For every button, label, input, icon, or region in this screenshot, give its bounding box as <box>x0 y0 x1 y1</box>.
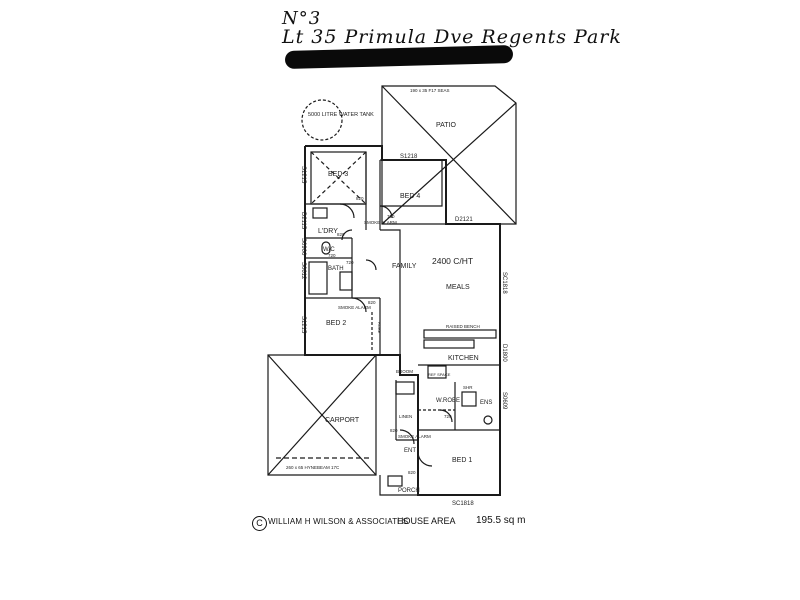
label-porch: PORCH <box>398 488 420 494</box>
note-patio-beam: 190 x 35 F17 SEAS <box>410 88 450 93</box>
door-720-a: 720 <box>328 253 336 258</box>
door-swing-bath <box>365 259 377 271</box>
laundry-tub <box>312 207 328 219</box>
water-tank-circle <box>301 99 343 141</box>
code-s0906: S0906 <box>300 238 306 256</box>
copyright-symbol: C <box>252 516 267 531</box>
door-820-d: 820 <box>390 428 398 433</box>
door-720-c: 720 <box>444 414 452 419</box>
plan-walls <box>267 85 517 496</box>
broom-cupboard <box>395 381 415 395</box>
door-770: 770 <box>387 214 395 219</box>
door-820-b: 820 <box>337 232 345 237</box>
company-name: WILLIAM H WILSON & ASSOCIATES <box>268 517 409 526</box>
label-kitchen: KITCHEN <box>448 355 479 362</box>
label-broom: BROOM <box>396 369 413 374</box>
code-s1215-left: S1215 <box>300 166 306 184</box>
carport-hip-line-2 <box>267 354 377 476</box>
label-carport: CARPORT <box>325 417 360 424</box>
door-820-e: 820 <box>408 470 416 475</box>
note-smoke-alarm-3: SMOKE ALARM <box>398 434 431 439</box>
door-swing-bed4 <box>379 205 393 219</box>
door-sizes: 820 820 770 720 720 820 820 820 720 <box>328 196 452 475</box>
raised-bench <box>423 329 497 339</box>
ensuite-basin <box>483 415 493 425</box>
label-family: FAMILY <box>392 263 417 270</box>
label-bath: BATH <box>328 266 344 272</box>
wc-pan <box>321 241 331 255</box>
label-ent: ENT <box>404 448 416 454</box>
note-ceiling-height: 2400 C/HT <box>432 256 473 266</box>
label-wrobe: W.ROBE <box>436 398 460 404</box>
code-s1218-top: S1218 <box>400 154 418 160</box>
label-wc: W/C <box>323 247 335 253</box>
label-bed2: BED 2 <box>326 320 346 327</box>
label-linen: LINEN <box>399 414 412 419</box>
bed3-diagonal-2 <box>310 151 367 205</box>
plan-footer: C WILLIAM H WILSON & ASSOCIATES HOUSE AR… <box>252 515 572 540</box>
window-codes: S1218 S1215 D2121 D2115 S0906 S0612 S121… <box>300 154 507 507</box>
porch-seat <box>387 475 403 487</box>
note-robe-bed2: ROBE <box>377 322 382 334</box>
code-s0609: S0609 <box>501 392 507 410</box>
handwritten-lot-number: N°3 <box>282 8 322 29</box>
door-720-b: 720 <box>346 260 354 265</box>
plan-notes: 5000 LITRE WATER TANK 2400 C/HT RAISED B… <box>286 88 480 470</box>
room-labels: PATIO BED 3 BED 4 L'DRY W/C BATH FAMILY … <box>318 122 492 494</box>
label-ldry: L'DRY <box>318 228 338 235</box>
house-area-label: HOUSE AREA <box>397 516 456 526</box>
code-d1800: D1800 <box>501 344 507 362</box>
ref-space <box>427 365 447 379</box>
door-swing-bed1 <box>417 451 433 467</box>
kitchen-bench <box>423 339 475 349</box>
note-smoke-alarm-1: SMOKE ALARM <box>364 220 397 225</box>
note-smoke-alarm-2: SMOKE ALARM <box>338 305 371 310</box>
note-raised-bench: RAISED BENCH <box>446 324 480 329</box>
label-bed3: BED 3 <box>328 171 348 178</box>
door-swing-entry <box>399 429 415 445</box>
patio-outline <box>381 85 517 225</box>
code-d2121: D2121 <box>455 217 473 223</box>
bath-tub <box>308 261 328 295</box>
handwritten-address: Lt 35 Primula Dve Regents Park <box>282 26 622 48</box>
door-swing-bed3 <box>339 203 355 219</box>
bed4-walls <box>380 159 443 207</box>
door-820-c: 820 <box>368 300 376 305</box>
label-patio: PATIO <box>436 122 457 129</box>
shower <box>461 391 477 407</box>
family-wall <box>380 229 401 355</box>
label-ref-space: REF SPACE <box>428 372 451 377</box>
door-820-a: 820 <box>356 196 364 201</box>
note-hyne-beam: 260 x 65 HYNEBEAM 17C <box>286 465 340 470</box>
patio-hip-line-1 <box>381 85 517 225</box>
door-swing-ensuite <box>439 409 453 423</box>
label-shr: SHR <box>463 385 473 390</box>
door-swing-bed2 <box>351 297 367 313</box>
label-meals: MEALS <box>446 284 470 291</box>
code-sc1818-bottom: SC1818 <box>452 501 474 507</box>
code-s0612: S0612 <box>300 262 306 280</box>
code-s1215-lower: S1215 <box>300 316 306 334</box>
house-area-value: 195.5 sq m <box>476 515 526 526</box>
label-bed1: BED 1 <box>452 457 472 464</box>
code-d2115: D2115 <box>300 212 306 230</box>
door-swing-laundry <box>341 229 353 241</box>
porch-wall <box>379 475 418 496</box>
patio-hip-line-2 <box>381 102 517 225</box>
bath-vanity <box>339 271 353 291</box>
label-ens: ENS <box>480 400 492 406</box>
note-water-tank: 5000 LITRE WATER TANK <box>308 112 374 118</box>
code-sc1818-right: SC1818 <box>501 272 507 294</box>
label-bed4: BED 4 <box>400 193 420 200</box>
